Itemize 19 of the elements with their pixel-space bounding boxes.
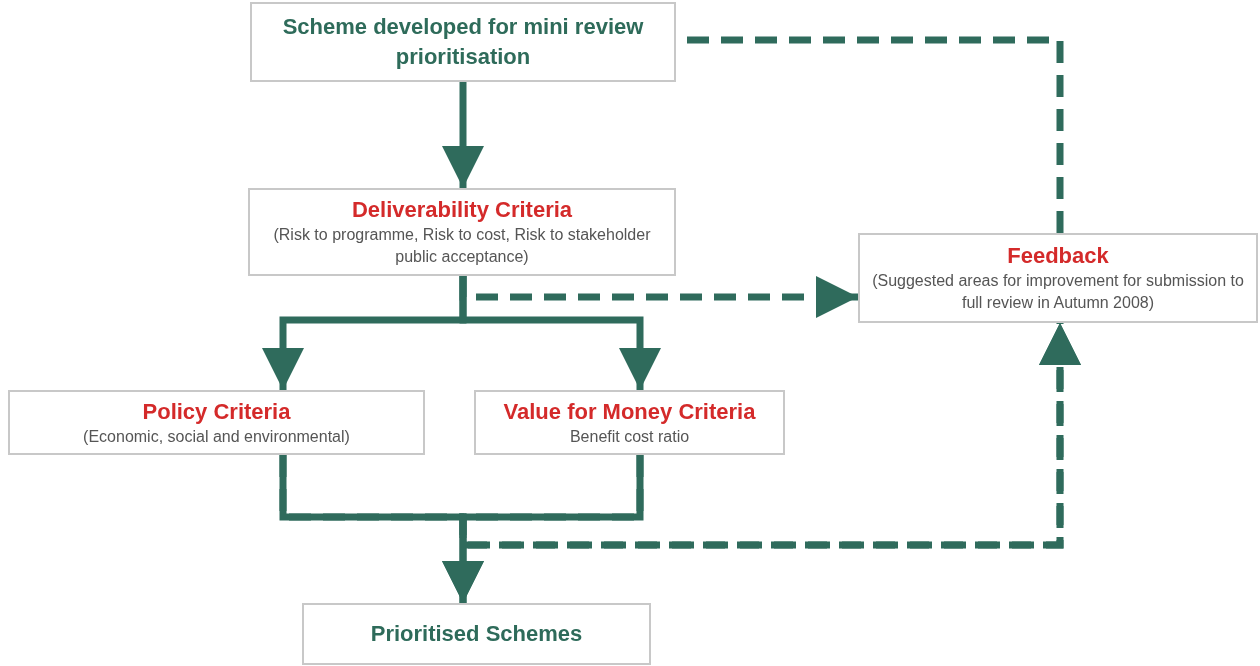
process-box	[250, 2, 676, 82]
box-heading: Feedback	[1007, 242, 1109, 270]
process-box	[302, 603, 651, 665]
process-box	[474, 390, 785, 455]
process-box	[248, 188, 676, 276]
box-heading: Deliverability Criteria	[351, 196, 573, 224]
process-box	[858, 233, 1258, 323]
dashed-arrow	[459, 276, 858, 318]
dashed-arrow	[459, 323, 1081, 549]
process-box	[8, 390, 425, 455]
box-description: (Risk to programme, Risk to cost, Risk to stakeholder public acceptance)	[272, 225, 652, 267]
box-description: (Economic, social and environmental)	[83, 426, 350, 447]
arrow	[442, 82, 484, 188]
box-description: Benefit cost ratio	[569, 426, 690, 447]
box-title: Prioritised Schemes	[370, 620, 583, 648]
box-title: Scheme developed for mini review prioritisation	[281, 13, 645, 71]
box-heading: Policy Criteria	[142, 397, 291, 426]
box-heading: Value for Money Criteria	[503, 397, 756, 426]
box-description: (Suggested areas for improvement for submission to full review in Autumn 2008)	[871, 271, 1245, 313]
